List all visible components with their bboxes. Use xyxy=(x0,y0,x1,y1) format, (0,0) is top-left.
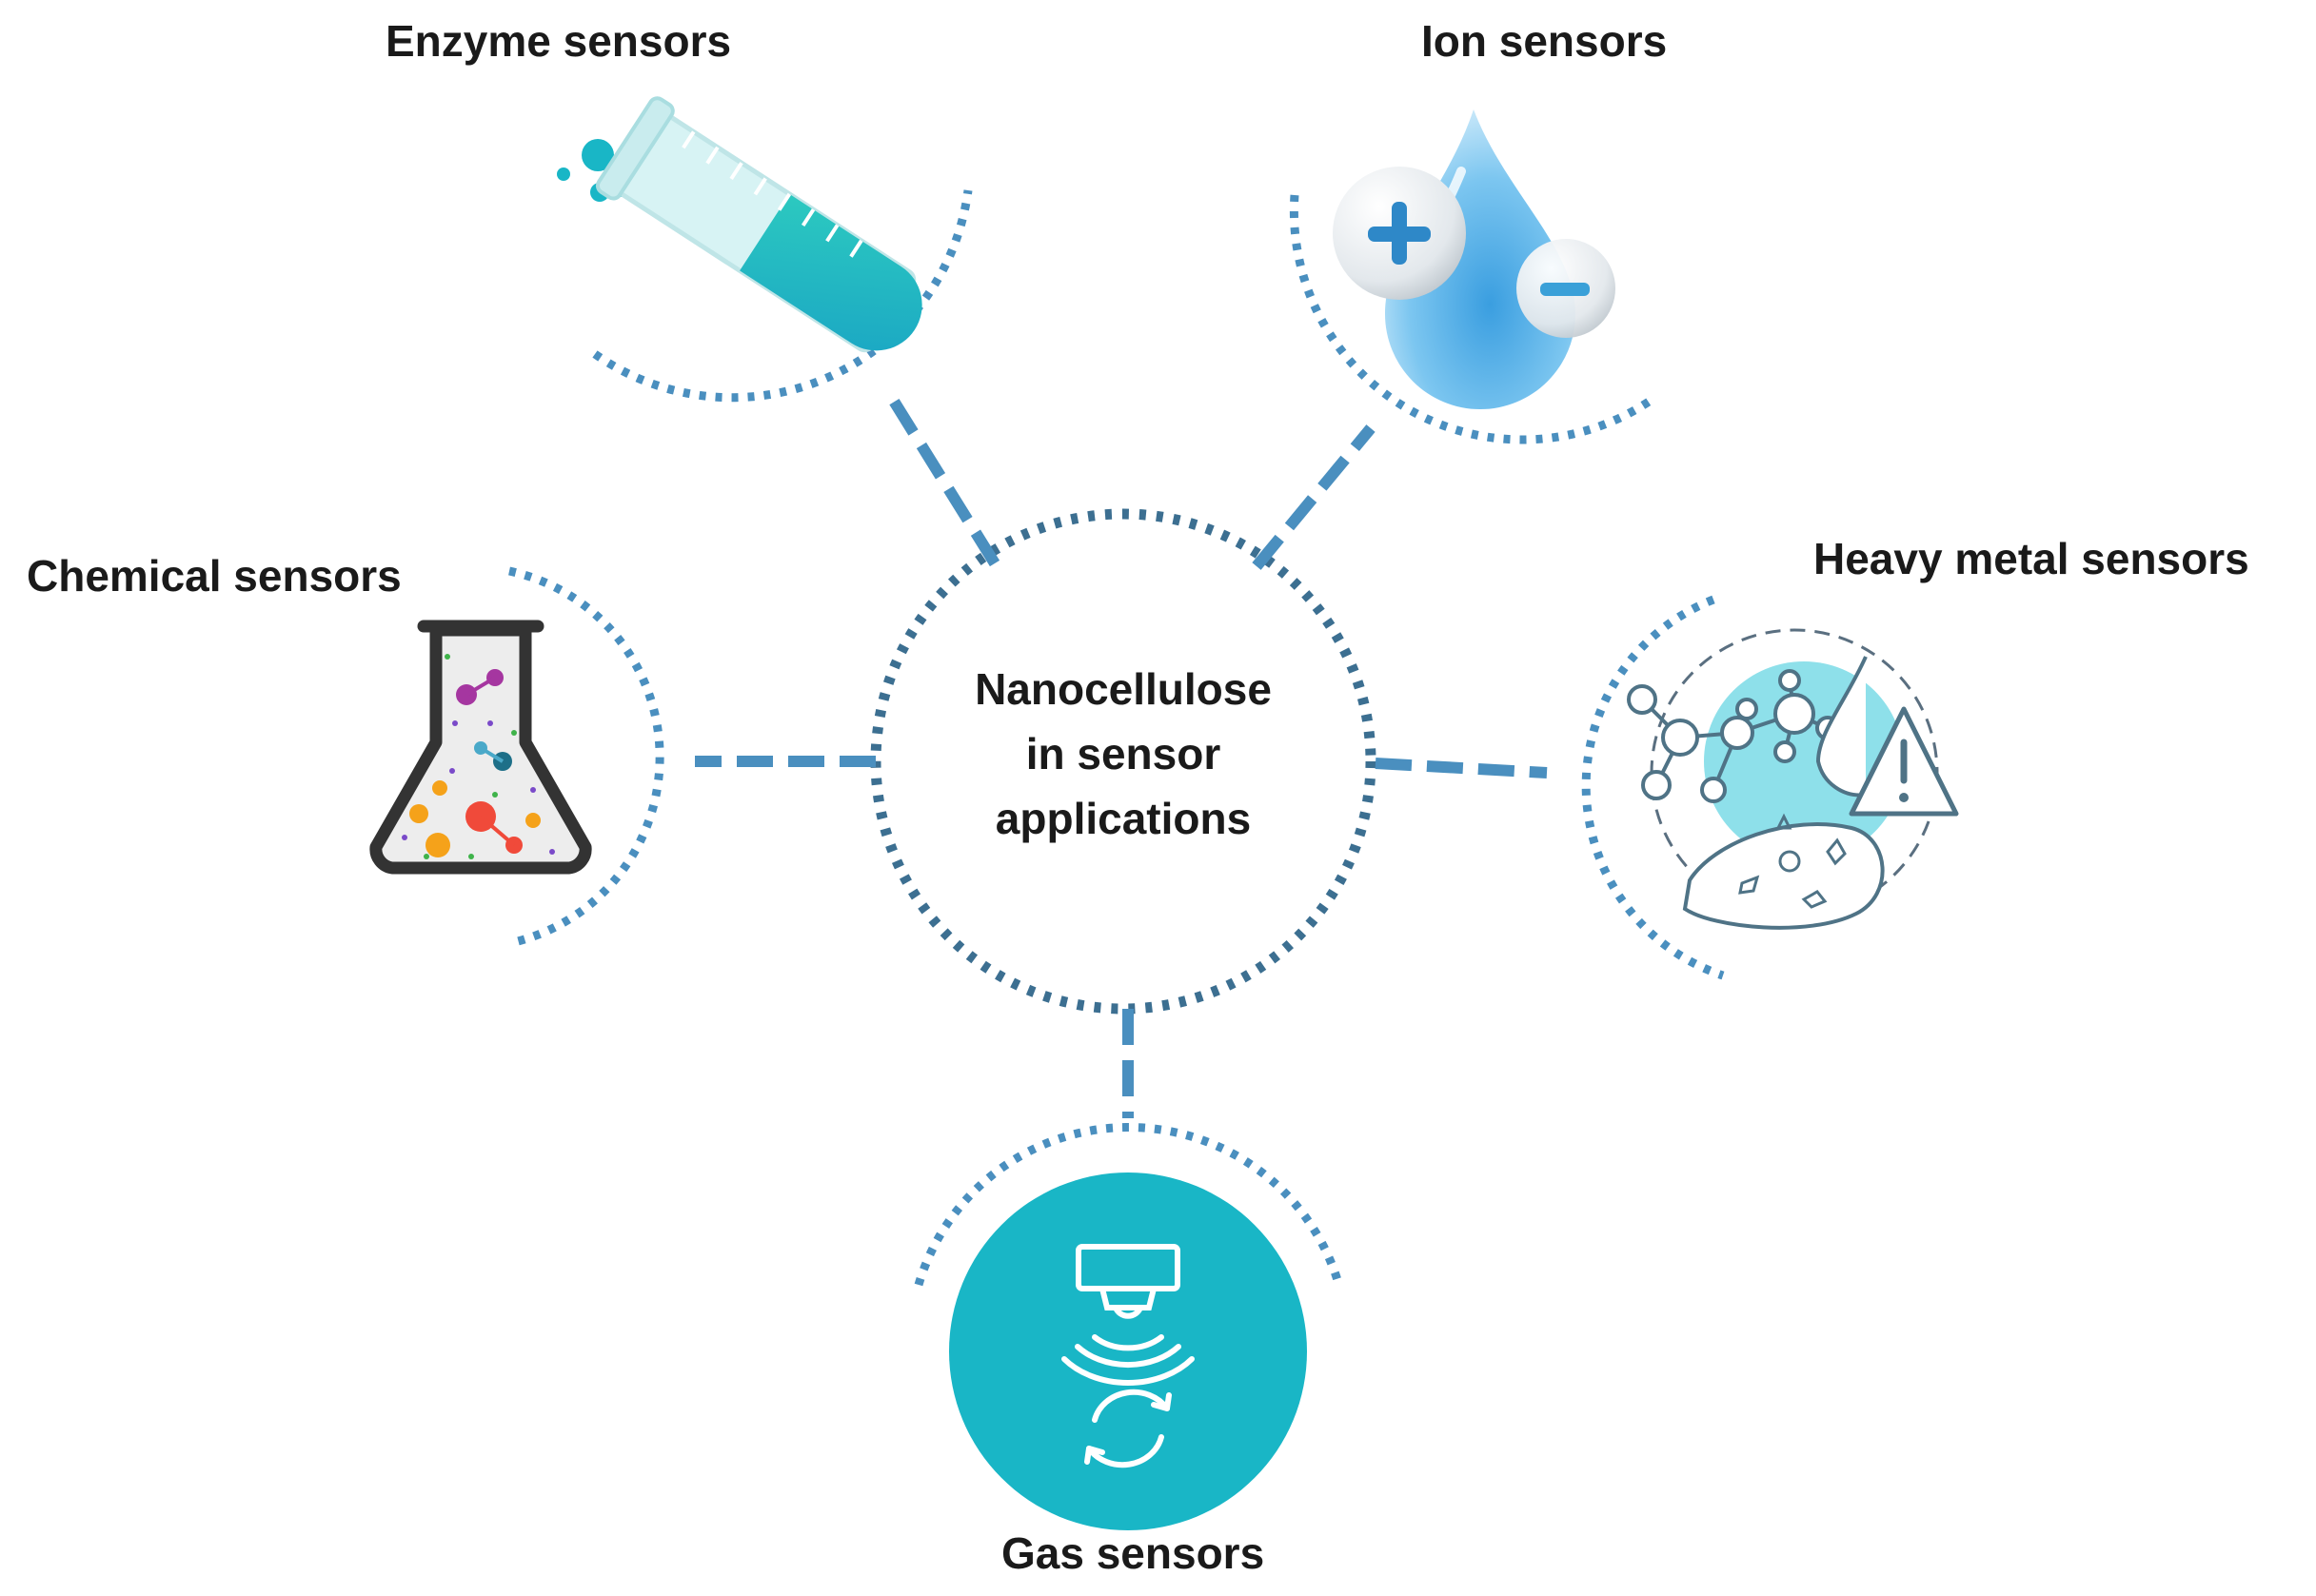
connector-ion xyxy=(1252,424,1376,570)
molecule-warning-icon xyxy=(1627,628,1959,930)
test-tube-icon xyxy=(557,96,922,353)
connector-enzyme xyxy=(884,391,1000,567)
gas-detector-icon xyxy=(949,1172,1307,1530)
node-arcs xyxy=(508,189,1725,1287)
connector-heavy-metal xyxy=(1375,758,1548,778)
label-chemical-sensors: Chemical sensors xyxy=(27,551,402,601)
arc-gas xyxy=(914,1123,1342,1287)
arc-enzyme xyxy=(592,189,973,403)
center-title-line-2: in sensor xyxy=(1025,729,1221,778)
connectors xyxy=(695,391,1548,1118)
arc-heavy-metal xyxy=(1581,595,1725,980)
label-ion-sensors: Ion sensors xyxy=(1421,16,1668,66)
label-heavy-metal-sensors: Heavy metal sensors xyxy=(1813,534,2249,583)
center-title-line-3: applications xyxy=(995,794,1252,843)
center-title: Nanocellulose in sensor applications xyxy=(876,657,1371,851)
flask-icon xyxy=(369,620,592,875)
label-gas-sensors: Gas sensors xyxy=(1001,1528,1265,1578)
label-enzyme-sensors: Enzyme sensors xyxy=(386,16,732,66)
water-drop-ions-icon xyxy=(1333,109,1615,409)
center-title-line-1: Nanocellulose xyxy=(975,664,1272,714)
